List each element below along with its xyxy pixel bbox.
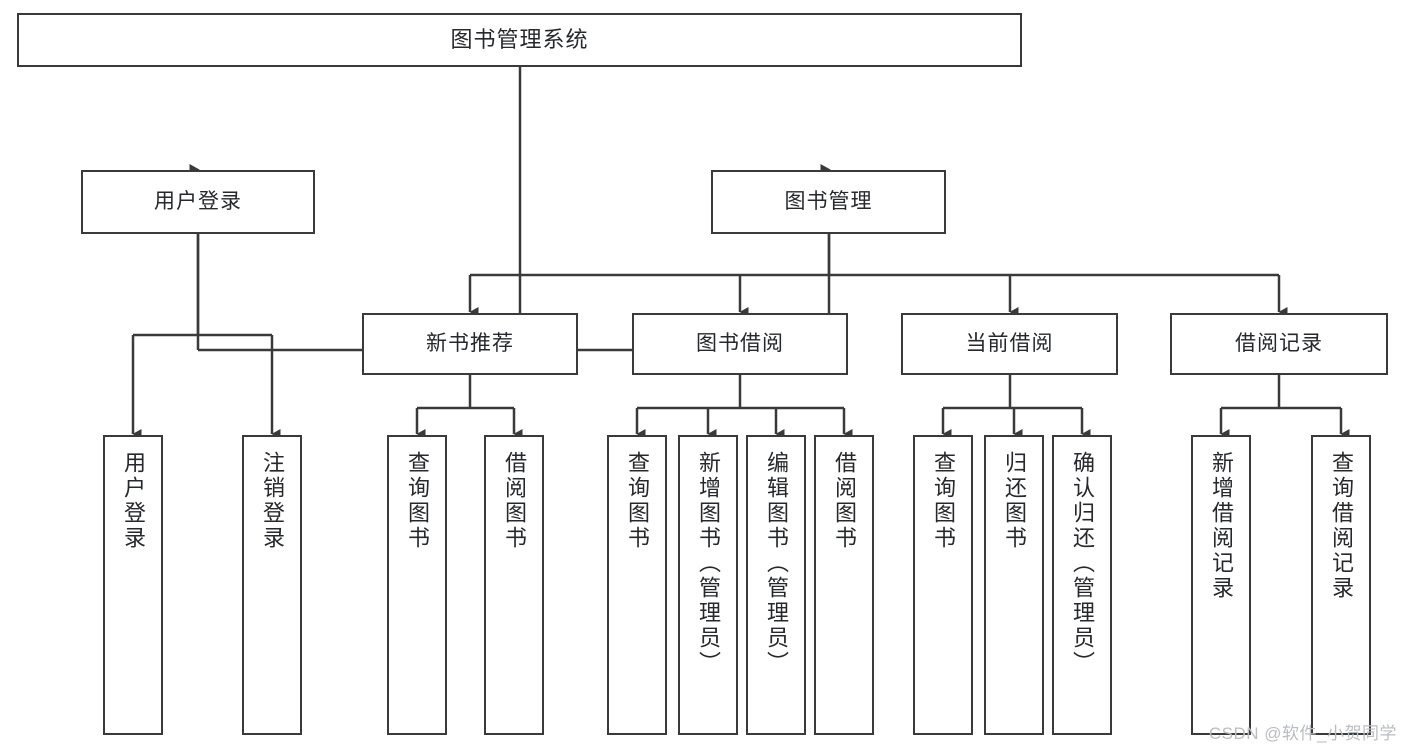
node-label: 图书管理系统 [450, 27, 589, 53]
node-n-query[interactable]: 查询图书 [387, 435, 447, 735]
node-l-login[interactable]: 用户登录 [103, 435, 163, 735]
node-label: 借阅图书 [502, 451, 527, 551]
node-label: 归还图书 [1002, 451, 1027, 551]
node-label: 用户登录 [154, 189, 242, 213]
node-label: 新书推荐 [426, 331, 514, 355]
node-newbook[interactable]: 新书推荐 [362, 313, 578, 375]
node-n-borrow[interactable]: 借阅图书 [484, 435, 544, 735]
node-label: 用户登录 [121, 451, 146, 551]
node-b-query[interactable]: 查询图书 [607, 435, 667, 735]
node-label: 图书借阅 [696, 331, 784, 355]
node-label: 查询图书 [405, 451, 430, 551]
node-l-logout[interactable]: 注销登录 [242, 435, 302, 735]
node-label: 当前借阅 [965, 331, 1054, 355]
node-b-lend[interactable]: 借阅图书 [814, 435, 874, 735]
node-current[interactable]: 当前借阅 [901, 313, 1118, 375]
node-label: 查询图书 [931, 451, 956, 551]
node-b-edit[interactable]: 编辑图书（管理员） [746, 435, 806, 735]
node-label: 确认归还（管理员） [1070, 451, 1095, 676]
node-borrow[interactable]: 图书借阅 [632, 313, 848, 375]
node-label: 借阅记录 [1235, 331, 1323, 355]
node-c-query[interactable]: 查询图书 [913, 435, 973, 735]
node-label: 新增借阅记录 [1209, 451, 1234, 601]
node-r-query[interactable]: 查询借阅记录 [1311, 435, 1371, 735]
node-login[interactable]: 用户登录 [81, 170, 315, 234]
node-label: 编辑图书（管理员） [764, 451, 789, 676]
node-label: 查询借阅记录 [1329, 451, 1354, 601]
node-label: 图书管理 [784, 189, 873, 213]
node-label: 新增图书（管理员） [696, 451, 721, 676]
node-label: 注销登录 [260, 451, 285, 551]
node-records[interactable]: 借阅记录 [1170, 313, 1388, 375]
node-c-confirm[interactable]: 确认归还（管理员） [1052, 435, 1112, 735]
node-bookmgmt[interactable]: 图书管理 [711, 170, 946, 234]
csdn-watermark: CSDN @软件_小贺同学 [1208, 724, 1397, 743]
node-label: 查询图书 [625, 451, 650, 551]
node-b-add[interactable]: 新增图书（管理员） [678, 435, 738, 735]
node-c-return[interactable]: 归还图书 [984, 435, 1044, 735]
node-r-add[interactable]: 新增借阅记录 [1191, 435, 1251, 735]
node-root[interactable]: 图书管理系统 [17, 13, 1022, 67]
node-label: 借阅图书 [832, 451, 857, 551]
